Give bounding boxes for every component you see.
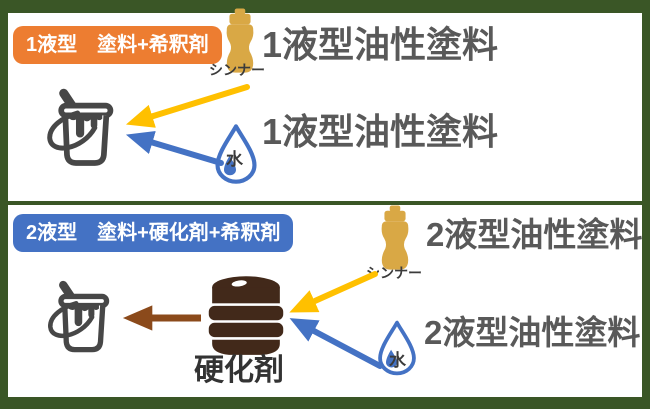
water-label: 水 <box>389 351 406 370</box>
thinner-label: シンナー <box>366 265 422 281</box>
hardener-drum-icon <box>202 270 290 362</box>
water-drop-icon <box>375 318 419 378</box>
section-two-header: 2液型 塗料+硬化剤+希釈剤 <box>13 214 294 252</box>
section-one-header: 1液型 塗料+希釈剤 <box>13 26 222 64</box>
water-paint-text: 1液型油性塗料 <box>262 111 499 152</box>
water-paint-text: 2液型油性塗料 <box>424 314 641 351</box>
paint-bucket-icon <box>44 84 126 178</box>
hardener-label: 硬化剤 <box>194 354 284 387</box>
water-label: 水 <box>226 150 243 169</box>
thinner-paint-text: 2液型油性塗料 <box>426 216 643 253</box>
thinner-bottle-icon <box>218 6 262 76</box>
thinner-paint-text: 1液型油性塗料 <box>262 24 499 65</box>
thinner-label: シンナー <box>209 62 265 78</box>
paint-bucket-icon <box>45 278 121 362</box>
thinner-bottle-icon <box>373 205 417 271</box>
